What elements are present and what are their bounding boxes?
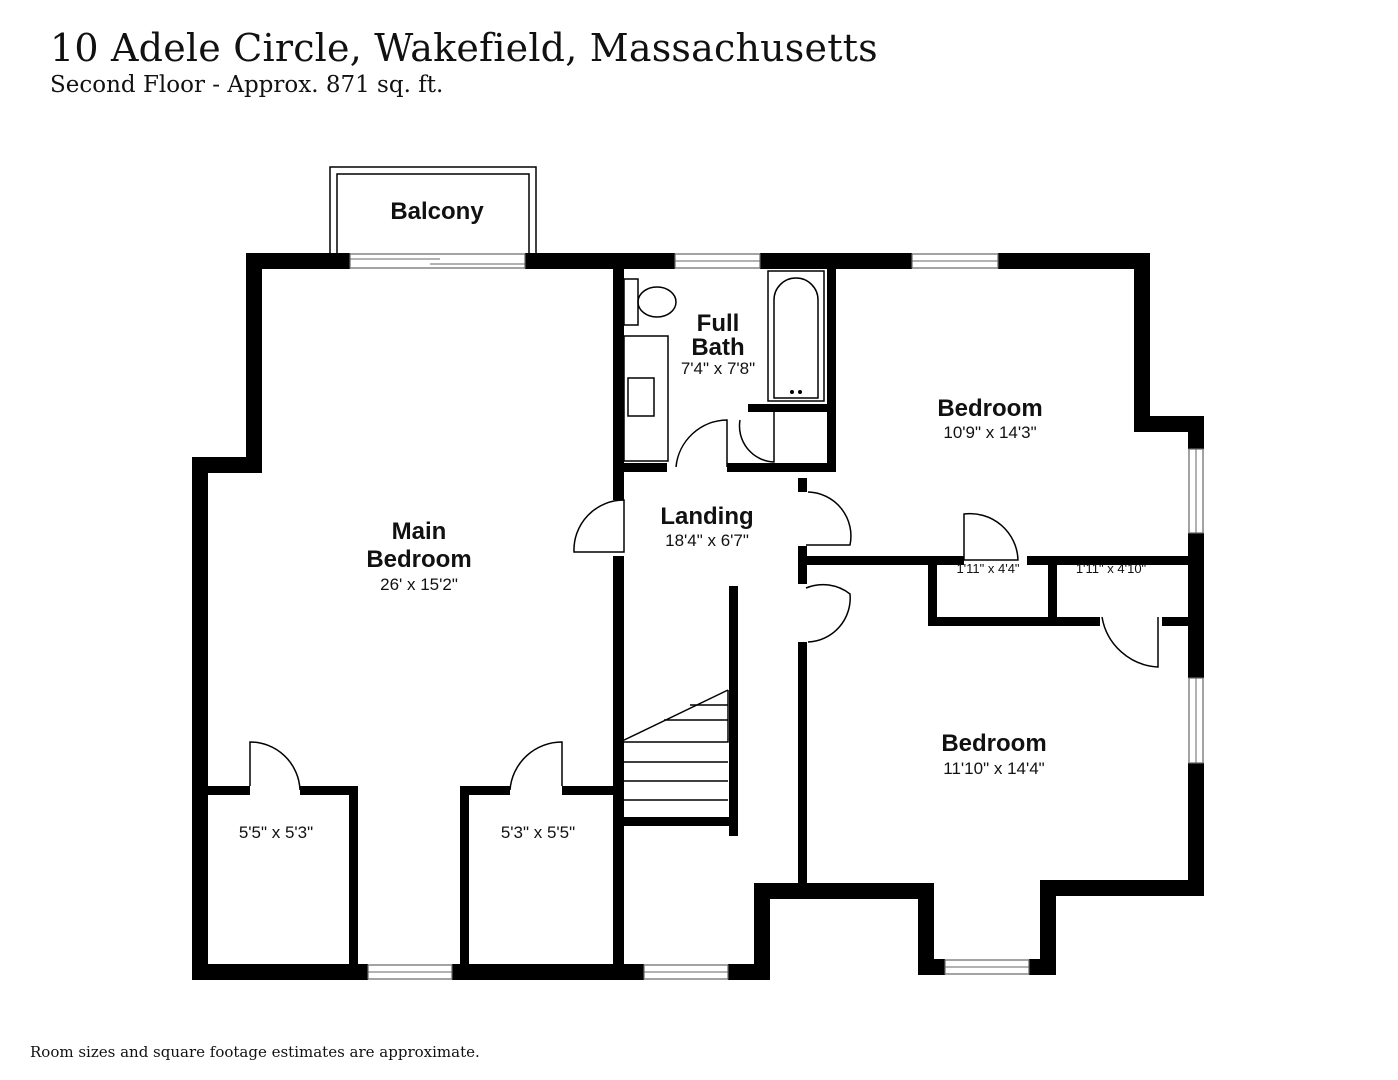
plan-title: 10 Adele Circle, Wakefield, Massachusett…	[50, 26, 878, 70]
landing-label: Landing	[660, 503, 753, 530]
closet-main-left-dims: 5'5" x 5'3"	[239, 823, 313, 842]
bedroom-lower-dims: 11'10" x 14'4"	[943, 759, 1044, 778]
balcony-label: Balcony	[390, 198, 484, 225]
full-bath-label-line1: Full	[697, 310, 740, 337]
full-bath-dims: 7'4" x 7'8"	[681, 359, 755, 378]
landing-dims: 18'4" x 6'7"	[665, 531, 749, 550]
main-bedroom-dims: 26' x 15'2"	[380, 575, 458, 594]
staircase	[619, 689, 729, 817]
windows	[349, 253, 1204, 980]
bedroom-upper-label: Bedroom	[937, 395, 1042, 422]
bedroom-upper-dims: 10'9" x 14'3"	[943, 423, 1036, 442]
footnote: Room sizes and square footage estimates …	[30, 1043, 480, 1061]
bath-fixtures	[623, 270, 825, 462]
bedroom-lower-label: Bedroom	[941, 730, 1046, 757]
closet-upper-right-dims: 1'11" x 4'10"	[1076, 561, 1147, 576]
exterior-walls	[192, 253, 1204, 980]
interior-walls	[192, 262, 1195, 976]
plan-subtitle: Second Floor - Approx. 871 sq. ft.	[50, 72, 444, 98]
closet-upper-left-dims: 1'11" x 4'4"	[956, 561, 1019, 576]
main-bedroom-label-line1: Main	[392, 518, 447, 545]
closet-main-right-dims: 5'3" x 5'5"	[501, 823, 575, 842]
full-bath-label-line2: Bath	[691, 334, 744, 361]
doors	[249, 412, 1159, 791]
main-bedroom-label-line2: Bedroom	[366, 546, 471, 573]
